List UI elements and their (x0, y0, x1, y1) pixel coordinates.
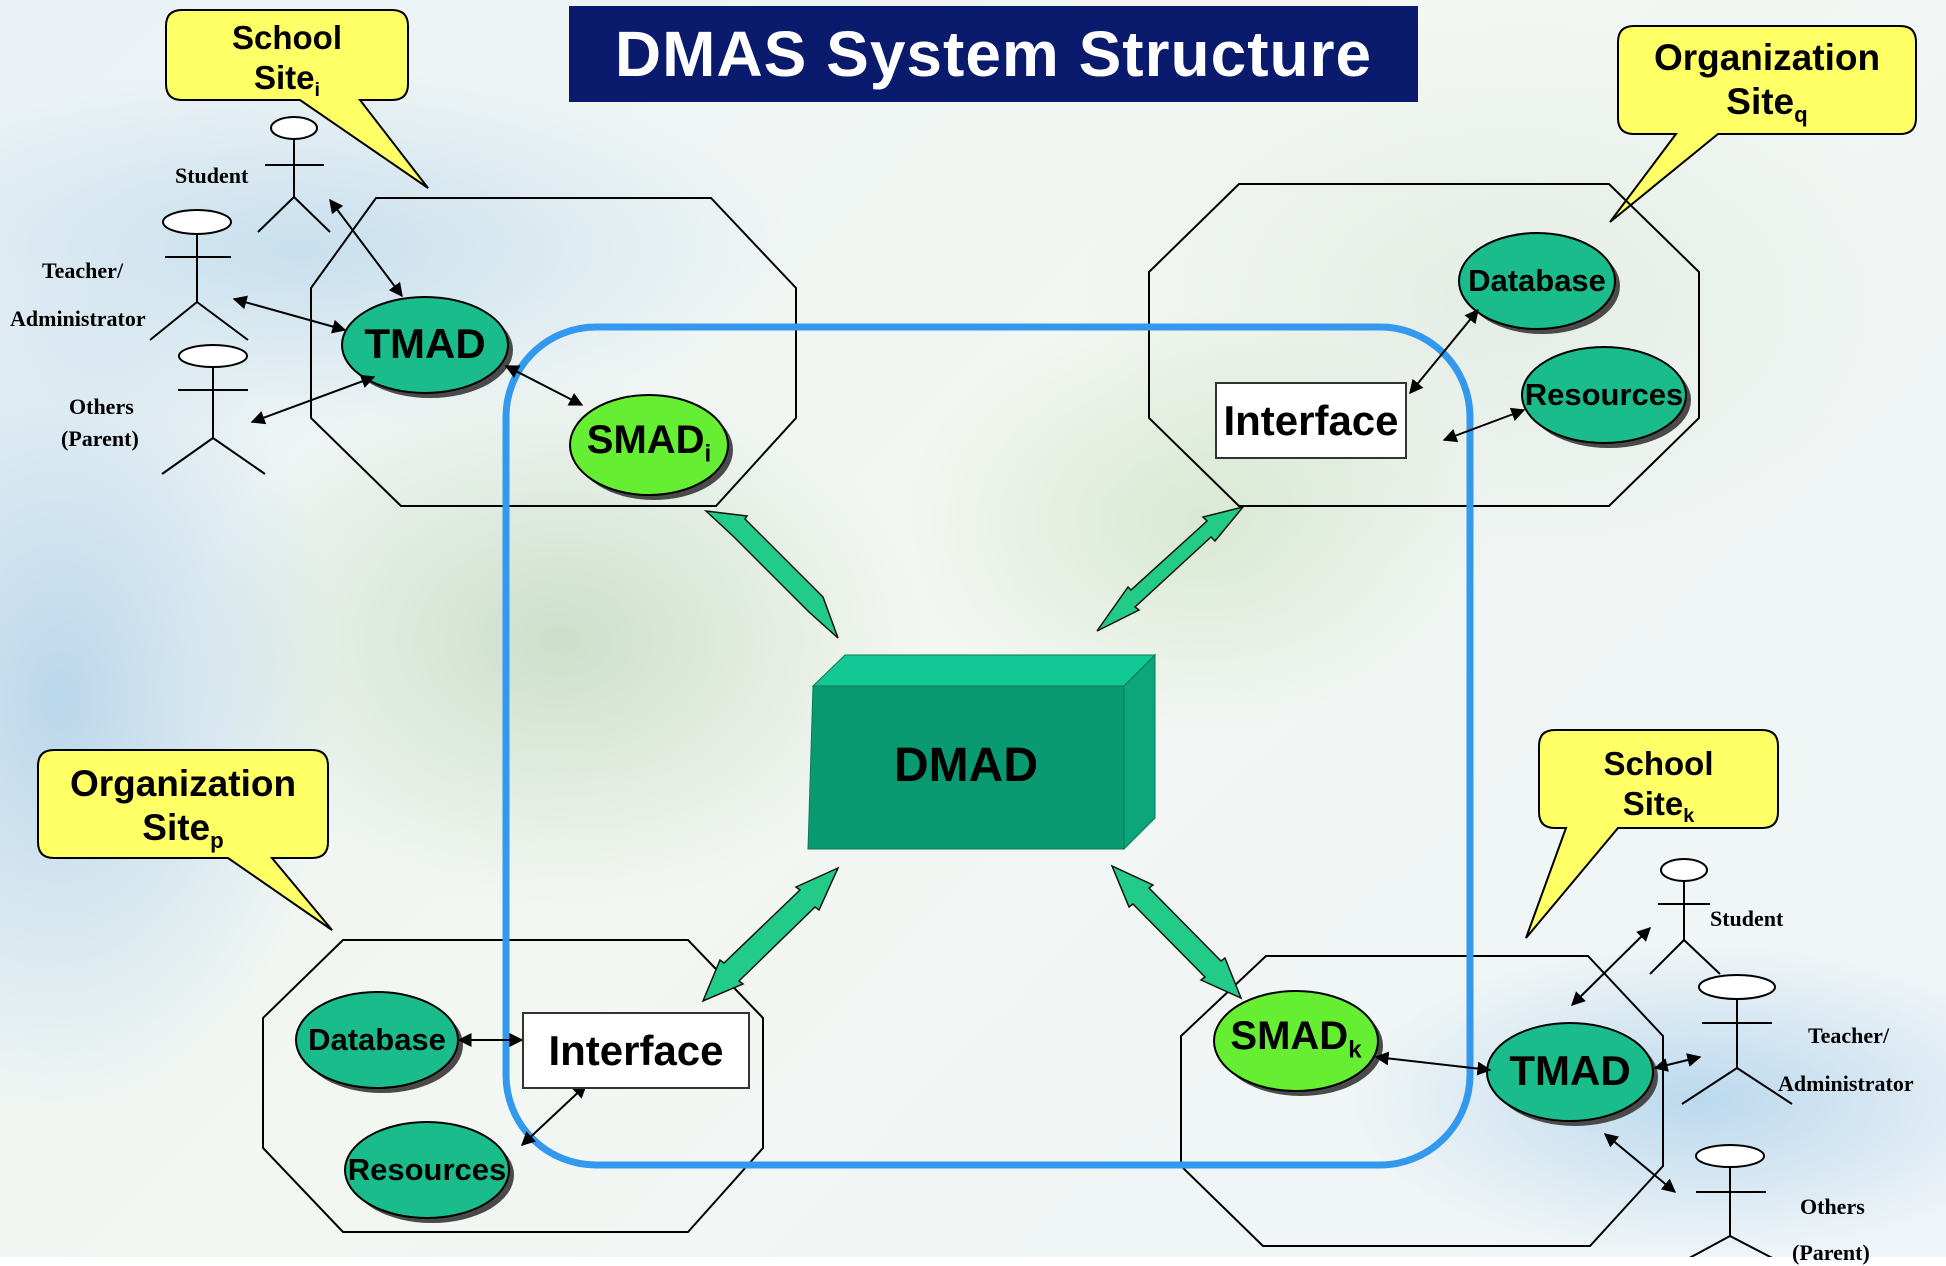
tmad-i-label: TMAD (364, 320, 486, 367)
link-resources-interface-q (1442, 407, 1526, 443)
others-actor-k (1689, 1144, 1773, 1257)
others-label-k-line1: Others (1800, 1194, 1865, 1219)
callout-org-q-line2: Site (1726, 81, 1795, 123)
callout-school-i-sub: i (314, 78, 321, 101)
link-student-tmad-k (1571, 927, 1651, 1006)
arrow-dmad-interface-p (701, 866, 840, 1003)
link-others-tmad-k (1603, 1133, 1677, 1193)
callout-school-k-line1: School (1603, 745, 1714, 782)
callout-org-p-line2: Site (142, 807, 211, 849)
student-label-k: Student (1710, 906, 1784, 931)
others-label-i-line1: Others (69, 394, 134, 419)
smad-i-text: SMAD (586, 418, 705, 462)
callout-school-i (165, 9, 429, 189)
page-title: DMAS System Structure (614, 18, 1373, 90)
teacher-actor-i (149, 209, 249, 341)
arrow-dmad-smad-i (703, 509, 839, 639)
link-smad-tmad-k (1374, 1051, 1492, 1076)
teacher-label-k-line2: Administrator (1778, 1071, 1914, 1096)
title-bar: DMAS System Structure (569, 6, 1418, 102)
callout-school-i-text: School Sitei (166, 18, 408, 99)
dmad-box-side (1123, 653, 1156, 851)
smad-i-label: SMADi (570, 418, 728, 466)
student-actor-i (257, 116, 331, 233)
interface-q-box: Interface (1215, 382, 1407, 459)
dmad-box-front (807, 685, 1125, 850)
teacher-label-k-line1: Teacher/ (1808, 1023, 1890, 1048)
teacher-label-i-line2: Administrator (10, 306, 146, 331)
link-teacher-tmad-k (1653, 1053, 1702, 1072)
database-q-node (1458, 232, 1616, 330)
link-database-interface-q (1409, 308, 1479, 395)
others-label-i-line2: (Parent) (61, 426, 139, 451)
resources-p-node (344, 1121, 510, 1219)
smad-k-label: SMADk (1214, 1014, 1378, 1062)
callout-school-k-line2: Site (1622, 784, 1684, 822)
callout-org-q (1609, 25, 1917, 223)
org-site-q-boundary (1148, 183, 1700, 507)
smad-i-node (569, 394, 729, 496)
callout-org-q-sub: q (1794, 102, 1808, 128)
student-label-i: Student (175, 163, 249, 188)
callout-school-i-line2: Site (253, 58, 315, 96)
org-site-p-boundary (262, 939, 764, 1233)
teacher-label-i-line1: Teacher/ (42, 258, 124, 283)
arrow-dmad-smad-k (1110, 864, 1243, 1000)
tmad-i-node (341, 296, 509, 394)
link-tmad-smad-i (504, 365, 584, 406)
teacher-actor-k (1681, 974, 1793, 1105)
others-actor-i (161, 344, 266, 475)
interface-p-box: Interface (522, 1012, 750, 1089)
link-teacher-tmad-i (232, 295, 347, 334)
arrow-dmad-interface-q (1096, 505, 1246, 632)
callout-school-k-sub: k (1683, 804, 1695, 827)
callout-school-i-line1: School (231, 19, 342, 56)
dmas-frame (502, 323, 1474, 1169)
database-q-label: Database (1468, 263, 1606, 298)
callout-org-q-text: Organization Siteq (1618, 36, 1916, 128)
smad-k-node (1213, 990, 1379, 1092)
callout-org-p-text: Organization Sitep (38, 762, 328, 854)
others-label-k-line2: (Parent) (1792, 1240, 1870, 1265)
callout-school-k-text: School Sitek (1539, 744, 1778, 825)
link-student-tmad-i (329, 198, 403, 298)
resources-q-label: Resources (1524, 377, 1684, 412)
student-actor-k (1649, 858, 1721, 975)
callout-org-p-line1: Organization (69, 763, 297, 804)
link-resources-interface-p (520, 1084, 588, 1146)
dmad-label: DMAD (894, 739, 1038, 792)
callout-org-p-sub: p (210, 828, 224, 854)
callout-org-p (37, 749, 333, 931)
tmad-k-label: TMAD (1509, 1047, 1631, 1094)
smad-k-text: SMAD (1230, 1014, 1349, 1058)
database-p-label: Database (308, 1022, 446, 1057)
smad-k-sub: k (1348, 1036, 1362, 1064)
dmad-box-top (811, 654, 1157, 687)
link-others-tmad-i (250, 374, 376, 425)
resources-p-label: Resources (347, 1152, 507, 1187)
resources-q-node (1521, 346, 1687, 444)
callout-school-k (1525, 729, 1779, 939)
callout-org-q-line1: Organization (1653, 37, 1881, 78)
smad-i-sub: i (704, 440, 712, 468)
